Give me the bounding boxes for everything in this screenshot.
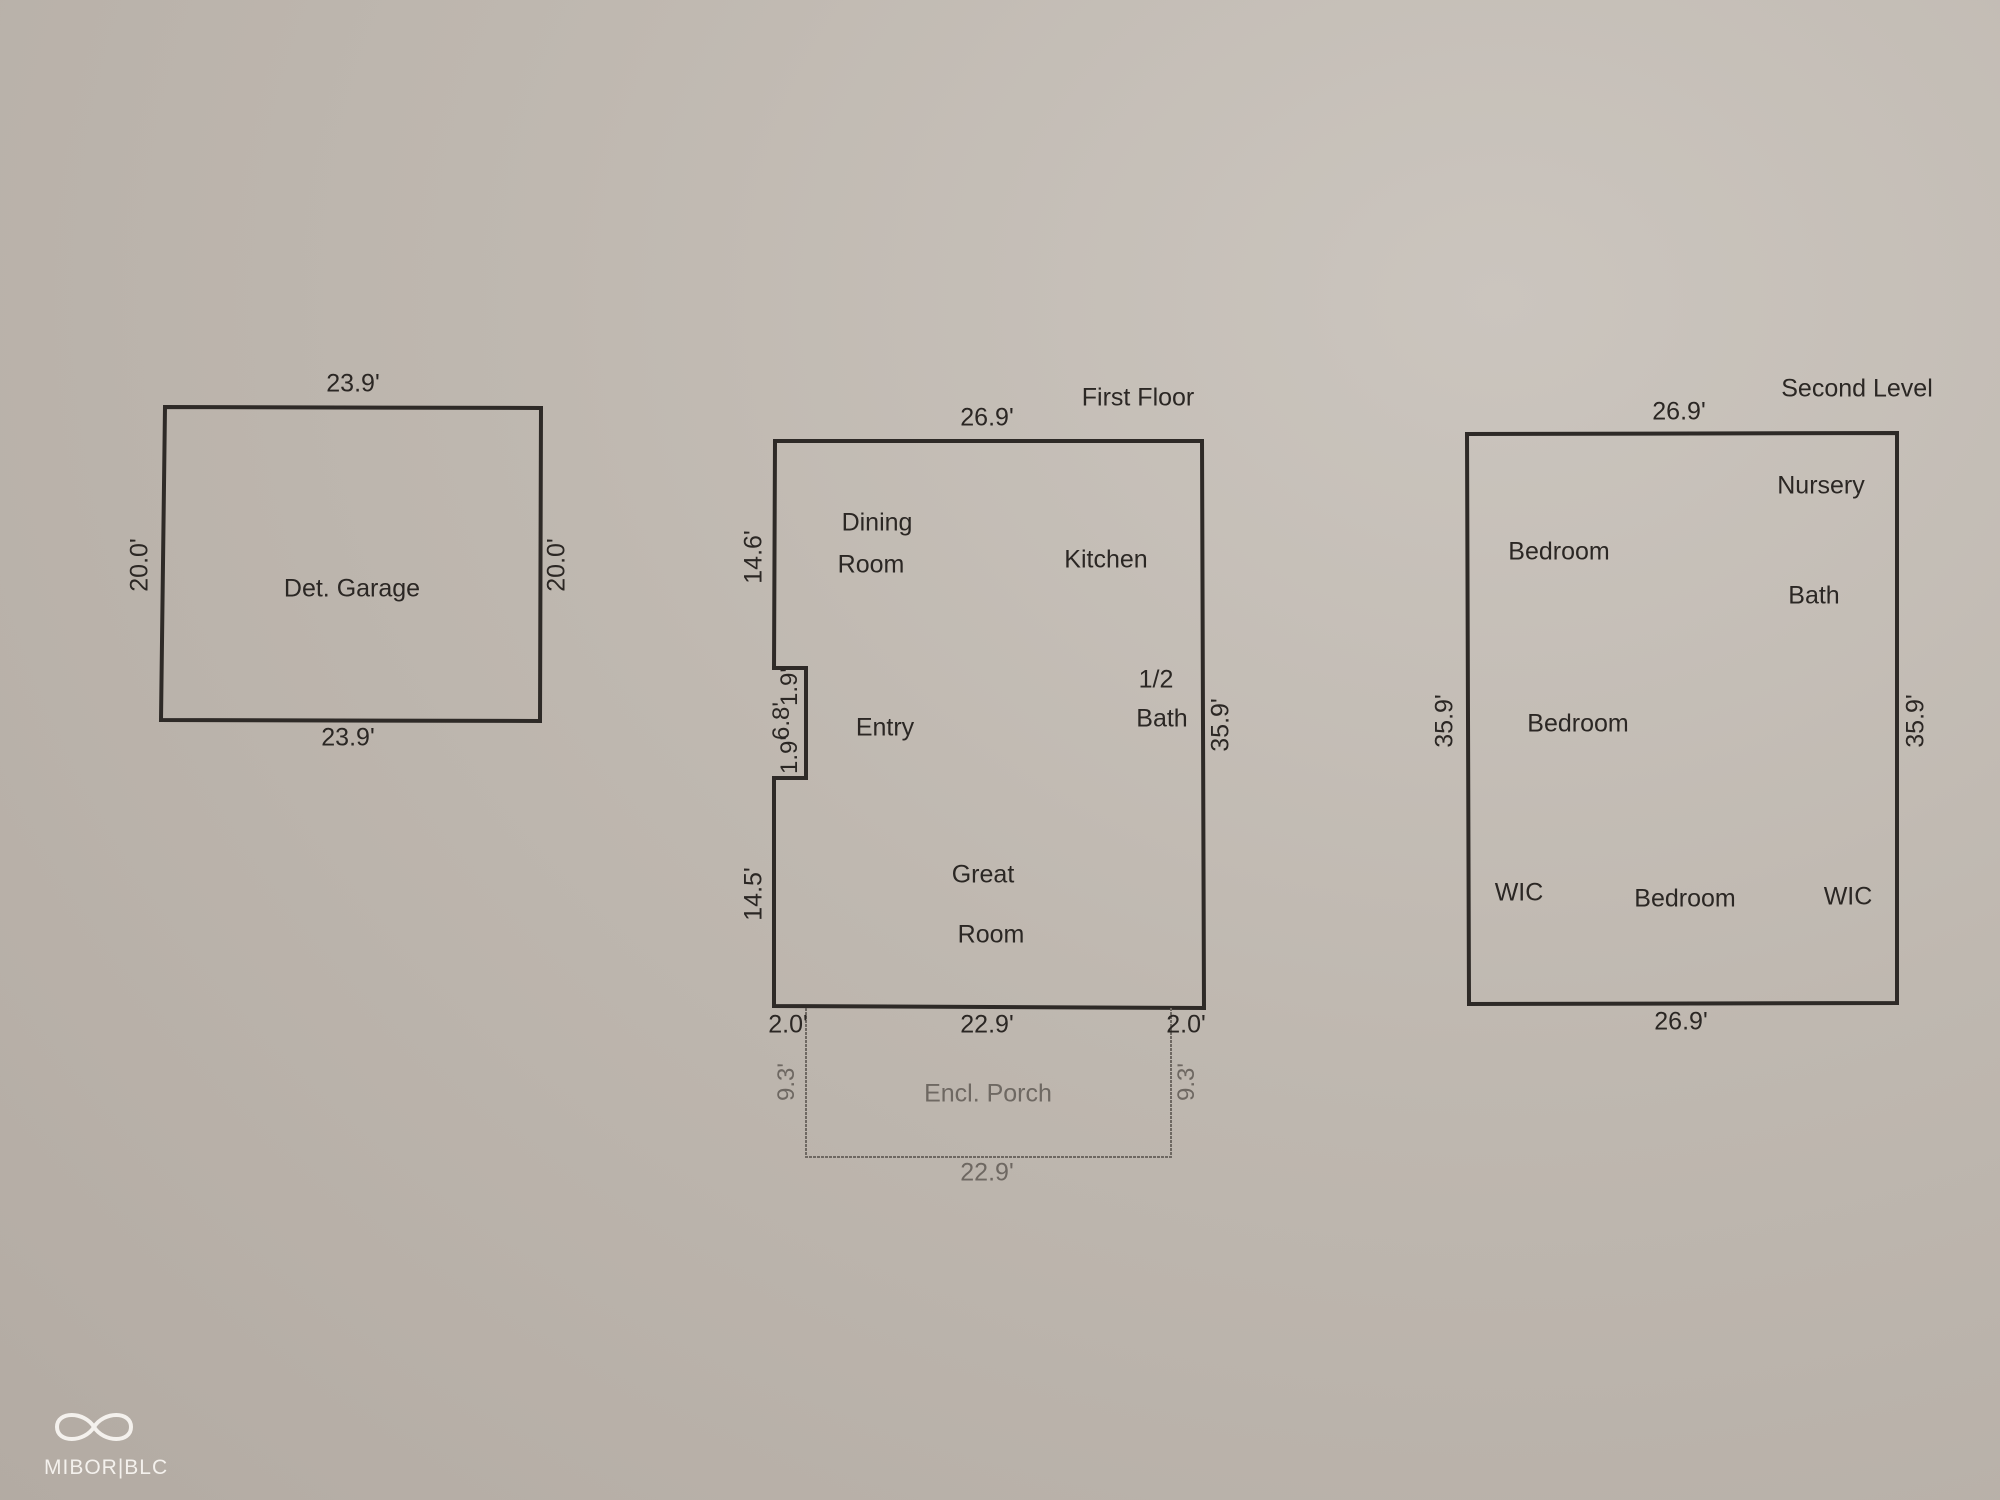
garage-room-label: Det. Garage xyxy=(283,574,421,603)
watermark-text: MIBOR|BLC xyxy=(44,1456,169,1479)
garage-top-dimension: 23.9' xyxy=(326,369,380,398)
notch-top-dimension: 1.9' xyxy=(776,668,803,706)
notch-dimension: 6.8' xyxy=(768,702,795,740)
second-level-left-dimension: 35.9' xyxy=(1430,694,1459,748)
infinity-icon xyxy=(54,1413,134,1441)
bedroom-2-label: Bedroom xyxy=(1527,709,1629,738)
first-floor-bottom-left-dimension: 2.0' xyxy=(768,1010,808,1039)
kitchen-label: Kitchen xyxy=(1064,545,1148,574)
dining-room-label-1: Dining xyxy=(841,508,913,537)
wic-left-label: WIC xyxy=(1494,878,1544,907)
bath-label: Bath xyxy=(1788,581,1840,610)
second-level-top-dimension: 26.9' xyxy=(1652,397,1706,426)
bedroom-1-label: Bedroom xyxy=(1508,537,1610,566)
porch-label: Encl. Porch xyxy=(924,1079,1052,1108)
second-level-bottom-dimension: 26.9' xyxy=(1654,1007,1708,1036)
porch-left-dimension: 9.3' xyxy=(773,1063,800,1101)
second-level-title: Second Level xyxy=(1781,374,1933,403)
first-floor-left-lower-dimension: 14.5' xyxy=(739,867,768,921)
garage-left-dimension: 20.0' xyxy=(125,538,154,592)
great-room-label-2: Room xyxy=(957,920,1025,949)
porch-right-dimension: 9.3' xyxy=(1173,1063,1200,1101)
first-floor-top-dimension: 26.9' xyxy=(960,403,1014,432)
second-level-right-dimension: 35.9' xyxy=(1901,694,1930,748)
great-room-label-1: Great xyxy=(951,860,1015,889)
nursery-label: Nursery xyxy=(1777,471,1865,500)
first-floor-bottom-dimension: 22.9' xyxy=(960,1010,1014,1039)
dining-room-label-2: Room xyxy=(837,550,905,579)
garage-bottom-dimension: 23.9' xyxy=(321,723,375,752)
first-floor-title: First Floor xyxy=(1081,383,1195,412)
second-level-outline xyxy=(1464,430,1899,1007)
porch-bottom-dimension: 22.9' xyxy=(960,1158,1014,1187)
garage-right-dimension: 20.0' xyxy=(542,538,571,592)
first-floor-left-upper-dimension: 14.6' xyxy=(739,530,768,584)
entry-label: Entry xyxy=(855,713,915,742)
mibor-watermark: MIBOR|BLC xyxy=(44,1405,169,1480)
bedroom-3-label: Bedroom xyxy=(1634,884,1736,913)
porch-outline xyxy=(805,1008,1172,1158)
half-bath-label-1: 1/2 xyxy=(1138,665,1174,694)
wic-right-label: WIC xyxy=(1823,882,1873,911)
first-floor-bottom-right-dimension: 2.0' xyxy=(1166,1010,1206,1039)
notch-bottom-dimension: 1.9' xyxy=(776,736,803,774)
first-floor-outline xyxy=(772,439,1207,1011)
garage-outline xyxy=(158,404,544,724)
first-floor-right-dimension: 35.9' xyxy=(1206,698,1235,752)
half-bath-label-2: Bath xyxy=(1136,704,1188,733)
